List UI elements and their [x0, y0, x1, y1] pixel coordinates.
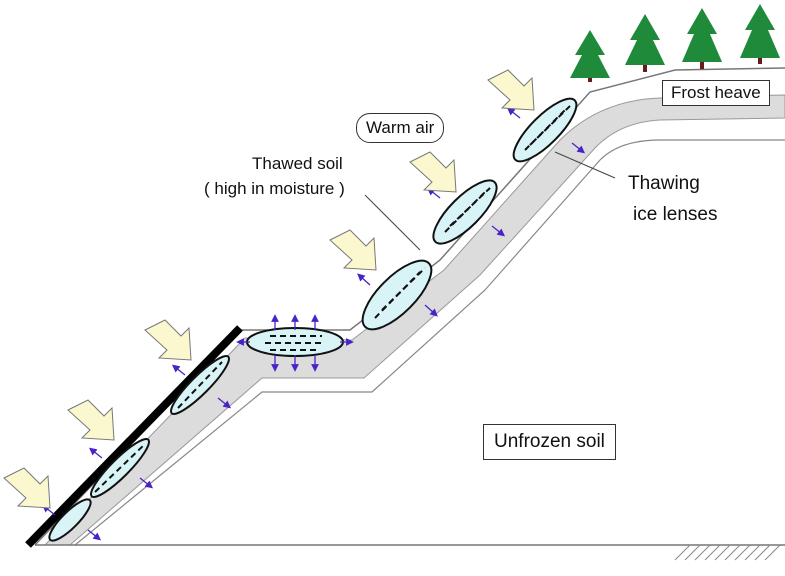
thawed-soil-label-line2: ( high in moisture ): [204, 179, 345, 198]
bedrock-hatch: [674, 544, 781, 561]
trees: [570, 4, 780, 82]
thawing-label-line1: Thawing: [628, 173, 700, 194]
warm-air-arrow: [3, 467, 51, 509]
ice-lens-layers: [94, 105, 571, 493]
warm-air-arrow: [329, 229, 377, 271]
frost-heave-label: Frost heave: [662, 80, 770, 106]
slope-cover-plate: [25, 325, 243, 548]
warm-air-arrow: [487, 69, 535, 111]
thawing-label-line2: ice lenses: [633, 204, 718, 225]
frozen-soil-band: [43, 94, 785, 546]
frost-front-line: [74, 139, 785, 546]
thawed-soil-leader: [364, 194, 421, 251]
warm-air-arrow: [409, 151, 457, 193]
thawing-lens-leader: [554, 151, 616, 179]
tree-icon: [625, 14, 665, 72]
tree-icon: [682, 8, 722, 69]
tree-icon: [740, 4, 780, 64]
warm-air-arrow: [144, 319, 192, 361]
warm-air-arrows: [3, 69, 535, 509]
moisture-arrows: [41, 107, 586, 541]
warm-air-arrow: [67, 399, 115, 441]
thawed-soil-label-line1: Thawed soil: [252, 154, 343, 173]
tree-icon: [570, 30, 610, 82]
unfrozen-soil-label: Unfrozen soil: [483, 424, 616, 460]
ice-lens: [48, 498, 92, 542]
warm-air-label: Warm air: [356, 113, 445, 143]
